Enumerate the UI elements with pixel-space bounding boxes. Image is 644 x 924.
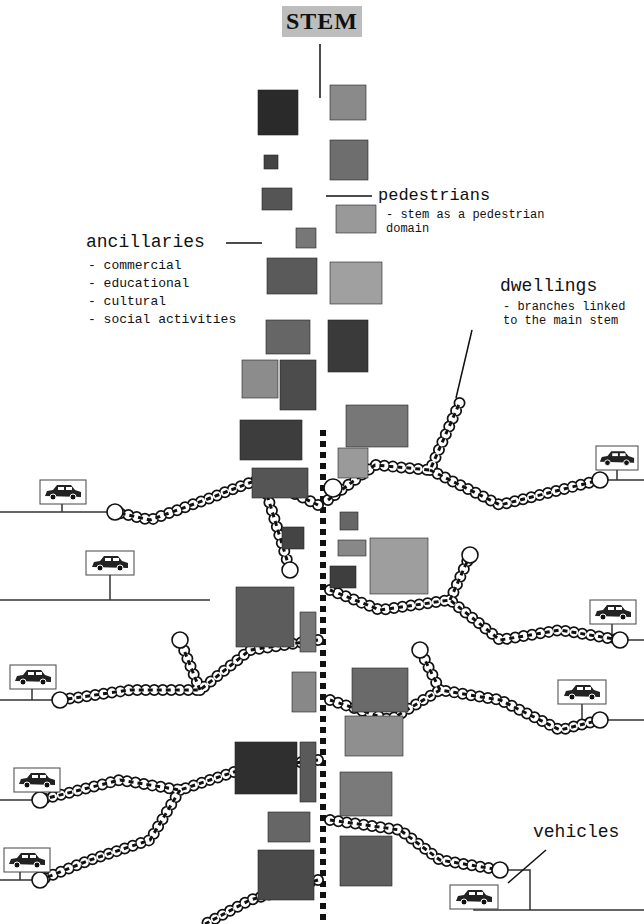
part-label: pedestrians bbox=[378, 186, 490, 206]
list-item: - social activities bbox=[88, 312, 236, 328]
diagram-title: STEM bbox=[282, 6, 362, 37]
part-label: ancillaries bbox=[86, 232, 205, 254]
part-label: dwellings bbox=[500, 276, 597, 298]
list-item: - educational bbox=[88, 276, 189, 292]
part-label: vehicles bbox=[533, 822, 619, 844]
note-text: - branches linked to the main stem bbox=[503, 300, 638, 329]
list-item: - commercial bbox=[88, 258, 182, 274]
note-text: - stem as a pedestrian domain bbox=[386, 208, 566, 237]
list-item: - cultural bbox=[88, 294, 166, 310]
